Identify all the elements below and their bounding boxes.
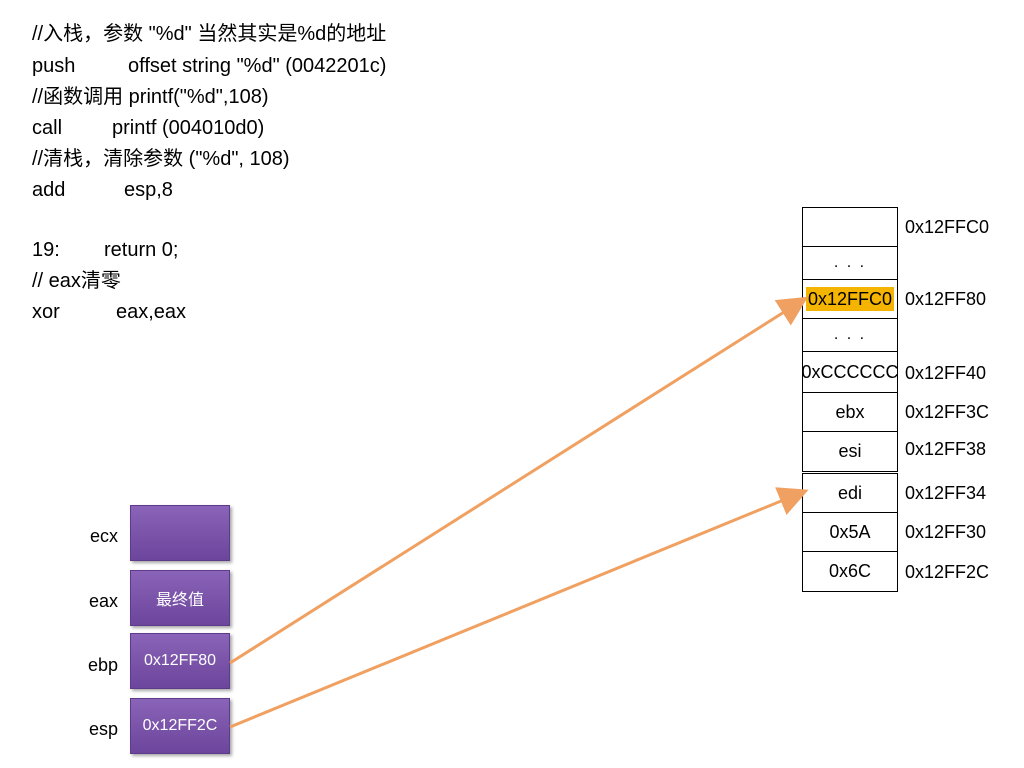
stack-cell: ebx	[802, 392, 898, 432]
stack-address: 0x12FF38	[905, 439, 987, 459]
stack-cell-value: 0x5A	[829, 521, 871, 542]
code-operand: eax,eax	[116, 301, 187, 323]
code-opcode: xor	[32, 301, 60, 323]
stack-address: 0x12FFC0	[905, 217, 990, 237]
stack-cell-value: 0x6C	[828, 561, 872, 581]
register-box-esp: 0x12FF2C	[130, 698, 230, 754]
ebp-pointer-arrow	[229, 296, 809, 665]
stack-address: 0x12FF30	[905, 522, 987, 542]
stack-cell-value-highlighted: 0x12FFC0	[805, 287, 895, 311]
code-comment: //函数调用 printf("%d",108)	[32, 86, 269, 108]
code-comment: //入栈，参数 "%d" 当然其实是%d的地址	[32, 23, 387, 45]
stack-cell: 0x6C	[802, 551, 898, 592]
code-opcode: add	[32, 179, 66, 201]
stack-cell: edi	[802, 473, 898, 513]
register-label-esp: esp	[88, 719, 118, 739]
stack-cell-value: . . .	[833, 326, 867, 343]
stack-address: 0x12FF34	[905, 483, 987, 503]
stack-address: 0x12FF40	[905, 363, 987, 383]
code-operand: offset string "%d" (0042201c)	[128, 55, 387, 77]
code-operand: return 0;	[104, 239, 179, 261]
stack-cell-saved-ebp: 0x12FFC0	[802, 279, 898, 319]
esp-pointer-arrow	[229, 487, 809, 729]
code-comment: // eax清零	[32, 270, 121, 292]
stack-address: 0x12FF3C	[905, 402, 990, 422]
stack-cell-value: 0xCCCCCC	[802, 361, 898, 382]
code-comment: //清栈，清除参数 ("%d", 108)	[32, 148, 290, 170]
stack-cell	[802, 207, 898, 247]
register-box-ecx	[130, 505, 230, 561]
register-value: 0x12FF80	[143, 652, 217, 669]
stack-address: 0x12FF80	[905, 289, 987, 309]
register-label-ecx: ecx	[89, 526, 118, 546]
register-value: 最终值	[155, 592, 204, 609]
stack-cell-value: esi	[838, 441, 862, 461]
stack-cell: esi	[802, 431, 898, 472]
stack-cell-value: edi	[837, 482, 863, 503]
register-label-eax: eax	[88, 591, 118, 611]
code-opcode: call	[32, 117, 63, 139]
register-value: 0x12FF2C	[142, 717, 218, 734]
stack-cell: 0x5A	[802, 512, 898, 552]
code-operand: printf (004010d0)	[112, 117, 265, 139]
register-box-ebp: 0x12FF80	[130, 633, 230, 689]
code-opcode: push	[32, 55, 76, 77]
stack-cell-ellipsis: . . .	[802, 318, 898, 352]
stack-cell-value: . . .	[833, 254, 867, 271]
stack-cell-value: ebx	[835, 401, 865, 422]
code-line-number: 19:	[32, 239, 60, 261]
stack-cell-ellipsis: . . .	[802, 246, 898, 280]
stack-address: 0x12FF2C	[905, 562, 990, 582]
register-label-ebp: ebp	[87, 655, 118, 675]
code-operand: esp,8	[124, 179, 173, 201]
stack-cell: 0xCCCCCC	[802, 351, 898, 393]
register-box-eax: 最终值	[130, 570, 230, 626]
